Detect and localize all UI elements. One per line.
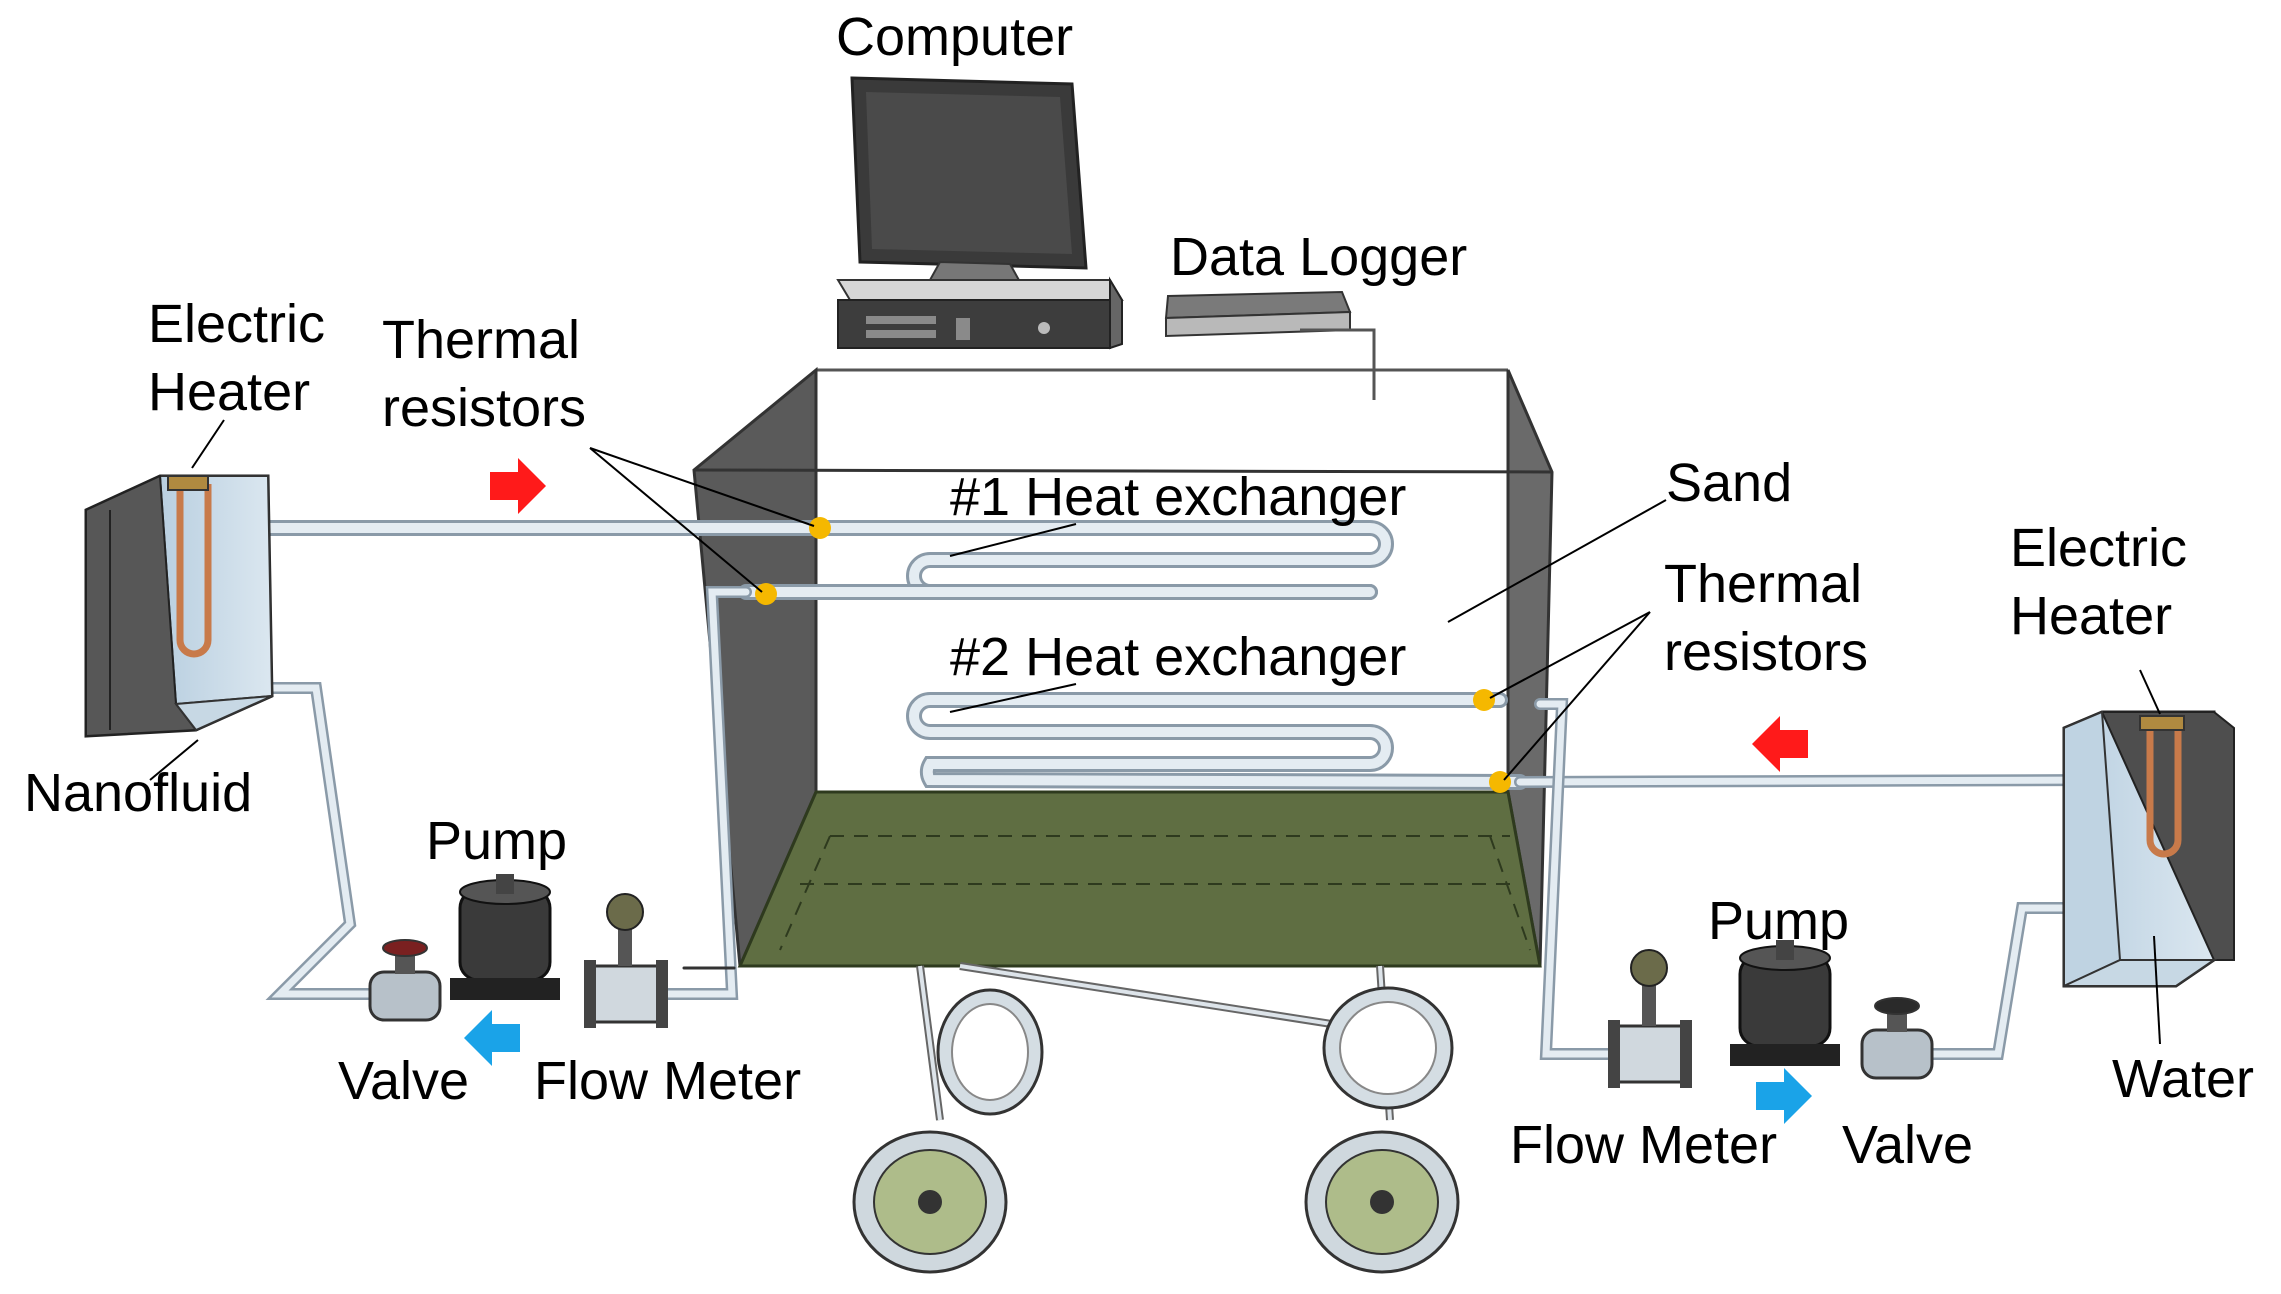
computer-case <box>836 276 1124 350</box>
right-pump <box>1730 940 1840 1066</box>
cart-wheel-back-left <box>936 988 1044 1116</box>
electric-heater-left-label-line2: Heater <box>148 362 311 422</box>
thermal-resistors-top-label-line2: resistors <box>382 378 587 438</box>
arrow-left-icon <box>464 1010 520 1066</box>
thermal-resistors-right-label-line2: resistors <box>1664 622 1869 682</box>
arrow-right-icon <box>490 458 546 514</box>
right-valve-label: Valve <box>1842 1115 1974 1175</box>
thermal-resistors-top-label-line1: Thermal <box>382 310 581 370</box>
left-pump <box>450 874 560 1000</box>
electric-heater-right-label-line2: Heater <box>2010 586 2173 646</box>
heater-coil-right <box>2139 715 2185 858</box>
thermal-resistors-right-label-line1: Thermal <box>1664 554 1863 614</box>
right-flow-meter <box>1608 949 1692 1088</box>
arrow-left-icon <box>1752 716 1808 772</box>
sensor-dot-icon <box>1489 771 1511 793</box>
sand-label: Sand <box>1666 453 1793 513</box>
sensor-dot-icon <box>809 517 831 539</box>
left-flow-meter <box>584 893 668 1028</box>
heat-exchanger-1-coil <box>258 520 1394 600</box>
left-flow-meter-label: Flow Meter <box>534 1051 802 1111</box>
electric-heater-left-label-line1: Electric <box>148 294 326 354</box>
cart-wheel-front-left <box>852 1130 1008 1274</box>
left-valve-label: Valve <box>338 1051 470 1111</box>
water-label: Water <box>2112 1049 2255 1109</box>
sensor-dot-icon <box>1473 689 1495 711</box>
right-pump-label: Pump <box>1708 891 1850 951</box>
electric-heater-right-label-line1: Electric <box>2010 518 2188 578</box>
leader-lines <box>149 419 2161 1045</box>
nanofluid-label: Nanofluid <box>24 763 253 823</box>
left-valve <box>368 939 442 1022</box>
data-logger-label: Data Logger <box>1170 227 1468 287</box>
sensor-dot-icon <box>755 583 777 605</box>
sand-box <box>692 366 1554 968</box>
computer-monitor <box>850 76 1088 284</box>
left-pump-label: Pump <box>426 811 568 871</box>
heat-exchanger-2-coil <box>906 692 1528 790</box>
arrow-right-icon <box>1756 1068 1812 1124</box>
right-flow-meter-label: Flow Meter <box>1510 1115 1778 1175</box>
heat-exchanger-1-label: #1 Heat exchanger <box>950 467 1407 527</box>
pipe-network <box>265 586 2104 1060</box>
heat-exchanger-2-label: #2 Heat exchanger <box>950 627 1407 687</box>
computer-label: Computer <box>836 7 1074 67</box>
cart-wheel-back-right <box>1322 986 1454 1110</box>
cart-wheel-front-right <box>1304 1130 1460 1274</box>
heater-coil-left <box>167 475 212 658</box>
right-valve <box>1860 997 1934 1080</box>
